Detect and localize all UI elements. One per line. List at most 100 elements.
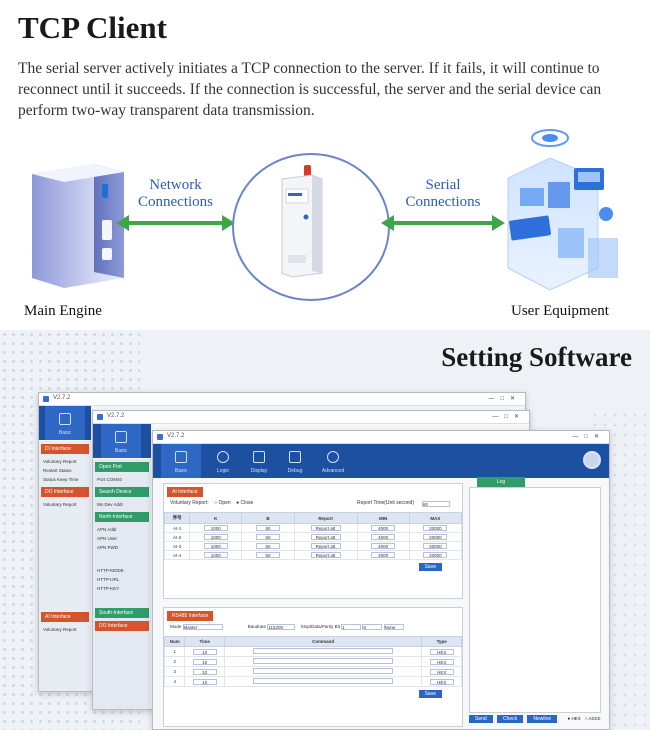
ai-cell-k[interactable]: 1000	[203, 543, 228, 549]
ai-cell-max[interactable]: 20000	[423, 525, 448, 531]
ai-interface-tag[interactable]: AI Interface	[41, 612, 89, 622]
ai-cell-report[interactable]: Report att	[310, 525, 341, 531]
nav-debug[interactable]: Debug	[275, 444, 315, 478]
app-logo-icon	[97, 414, 103, 420]
chart-icon	[253, 451, 265, 463]
page-title: TCP Client	[18, 10, 167, 45]
sidebar: Open Port Port COM40 Search Device Mc-De…	[93, 459, 151, 709]
ai-cell-min[interactable]: 4000	[371, 543, 396, 549]
cmd-time-input[interactable]: 10	[192, 668, 217, 675]
open-port-button[interactable]: Open Port	[95, 462, 149, 472]
nav-basic[interactable]: Basic	[101, 424, 141, 458]
do-interface-tag[interactable]: DO Interface	[41, 487, 89, 497]
window-controls[interactable]: —□✕	[492, 414, 525, 420]
ai-cell-max[interactable]: 20000	[423, 552, 448, 558]
serial-label-line1: Serial	[425, 177, 461, 193]
cmd-num: 3	[163, 666, 186, 677]
title-bar: V2.7.2—□✕	[153, 431, 609, 444]
check-button[interactable]: Check	[496, 715, 524, 723]
ai-cell-report[interactable]: Report att	[310, 534, 341, 540]
cmd-command-input[interactable]	[253, 678, 394, 684]
serial-label-line2: Connections	[405, 194, 481, 210]
data-bit-select[interactable]: 8	[362, 624, 383, 630]
ai-cell-report[interactable]: Report att	[310, 552, 341, 558]
ai-cell-report[interactable]: Report att	[310, 543, 341, 549]
log-tab[interactable]: Log	[477, 477, 525, 487]
cmd-num: 1	[163, 646, 186, 657]
ai-cell-b[interactable]: 50	[255, 543, 280, 549]
ai-cell-max[interactable]: 20000	[423, 534, 448, 540]
version-label: V2.7.2	[107, 413, 125, 419]
report-time-label: Report Time(Unit second)	[357, 500, 414, 506]
settings-icon[interactable]	[583, 451, 601, 469]
parity-select[interactable]: None	[383, 624, 404, 630]
ai-col-header: B	[241, 512, 295, 524]
ai-col-header: MIN	[356, 512, 410, 524]
log-textarea[interactable]	[469, 487, 601, 713]
nav-basic[interactable]: Basic	[45, 406, 85, 440]
ai-cell-min[interactable]: 4000	[371, 552, 396, 558]
di-interface-tag[interactable]: DI Interface	[41, 444, 89, 454]
baudrate-select[interactable]: 115200	[267, 624, 296, 630]
cmd-command-input[interactable]	[253, 658, 394, 664]
ai-cell-min[interactable]: 4000	[371, 534, 396, 540]
nav-advanced[interactable]: Advanced	[313, 444, 353, 478]
cmd-command-input[interactable]	[253, 668, 394, 674]
cmd-command-input[interactable]	[253, 648, 394, 654]
report-time-input[interactable]: 60	[422, 501, 450, 507]
cmd-time-input[interactable]: 10	[192, 658, 217, 665]
cmd-type-select[interactable]: HEX	[429, 668, 454, 675]
search-device-button[interactable]: Search Device	[95, 487, 149, 497]
cmd-type-select[interactable]: HEX	[429, 658, 454, 665]
save-button-rs485[interactable]: Save	[418, 690, 442, 698]
cmd-col-header: Command	[223, 636, 423, 647]
voluntary-report-label: Voluntary Report	[170, 500, 208, 506]
serial-double-arrow	[381, 215, 505, 231]
send-button[interactable]: Send	[469, 715, 493, 723]
ai-cell-b[interactable]: 50	[255, 552, 280, 558]
cmd-col-header: Time	[184, 636, 225, 647]
radio-ascii[interactable]: ○ ASCII	[584, 716, 601, 721]
newline-button[interactable]: Newline	[527, 715, 558, 723]
software-title: Setting Software	[441, 342, 632, 372]
ai-cell-min[interactable]: 4000	[371, 525, 396, 531]
radio-close[interactable]: ● Close	[236, 500, 254, 506]
network-label-line2: Connections	[138, 194, 213, 210]
mode-select[interactable]: Master	[182, 624, 223, 630]
ai-cell-b[interactable]: 50	[255, 525, 280, 531]
table-row: 3 10 HEX	[163, 666, 462, 677]
radio-open[interactable]: ○ Open	[214, 500, 231, 506]
do-interface-tag[interactable]: DO Interface	[95, 621, 149, 631]
south-interface-tab[interactable]: South-Interface	[95, 608, 149, 618]
app-logo-icon	[157, 434, 163, 440]
nav-basic[interactable]: Basic	[161, 444, 201, 478]
window-controls[interactable]: —□✕	[572, 434, 605, 440]
window-controls[interactable]: —□✕	[488, 396, 521, 402]
ai-cell-max[interactable]: 20000	[423, 543, 448, 549]
basic-icon	[175, 451, 187, 463]
ai-cell-k[interactable]: 1000	[203, 552, 228, 558]
software-section: Setting Software V2.7.2—□✕ Basic DI Inte…	[0, 330, 650, 730]
server-tower-icon	[32, 164, 124, 288]
cmd-time-input[interactable]: 10	[192, 648, 217, 655]
nav-logic[interactable]: Logic	[203, 444, 243, 478]
nav-bar: Basic	[39, 406, 91, 440]
user-equipment-label: User Equipment	[511, 303, 609, 319]
cmd-type-select[interactable]: HEX	[429, 678, 454, 685]
description: The serial server actively initiates a T…	[18, 60, 602, 119]
cmd-type-select[interactable]: HEX	[429, 648, 454, 655]
nav-display[interactable]: Display	[239, 444, 279, 478]
ai-cell-k[interactable]: 1000	[203, 525, 228, 531]
ai-cell-b[interactable]: 50	[255, 534, 280, 540]
table-row: 1 10 HEX	[163, 646, 462, 657]
stop-bit-select[interactable]: 1	[341, 624, 362, 630]
north-interface-tab[interactable]: North-Interface	[95, 512, 149, 522]
rs485-settings-row: Mode Master Baudrate 115200 Stop/Data/Pa…	[164, 624, 462, 636]
radio-hex[interactable]: ● HEX	[567, 716, 581, 721]
cmd-time-input[interactable]: 10	[192, 678, 217, 685]
ai-cell-k[interactable]: 1000	[203, 534, 228, 540]
save-button[interactable]: Save	[418, 563, 442, 571]
